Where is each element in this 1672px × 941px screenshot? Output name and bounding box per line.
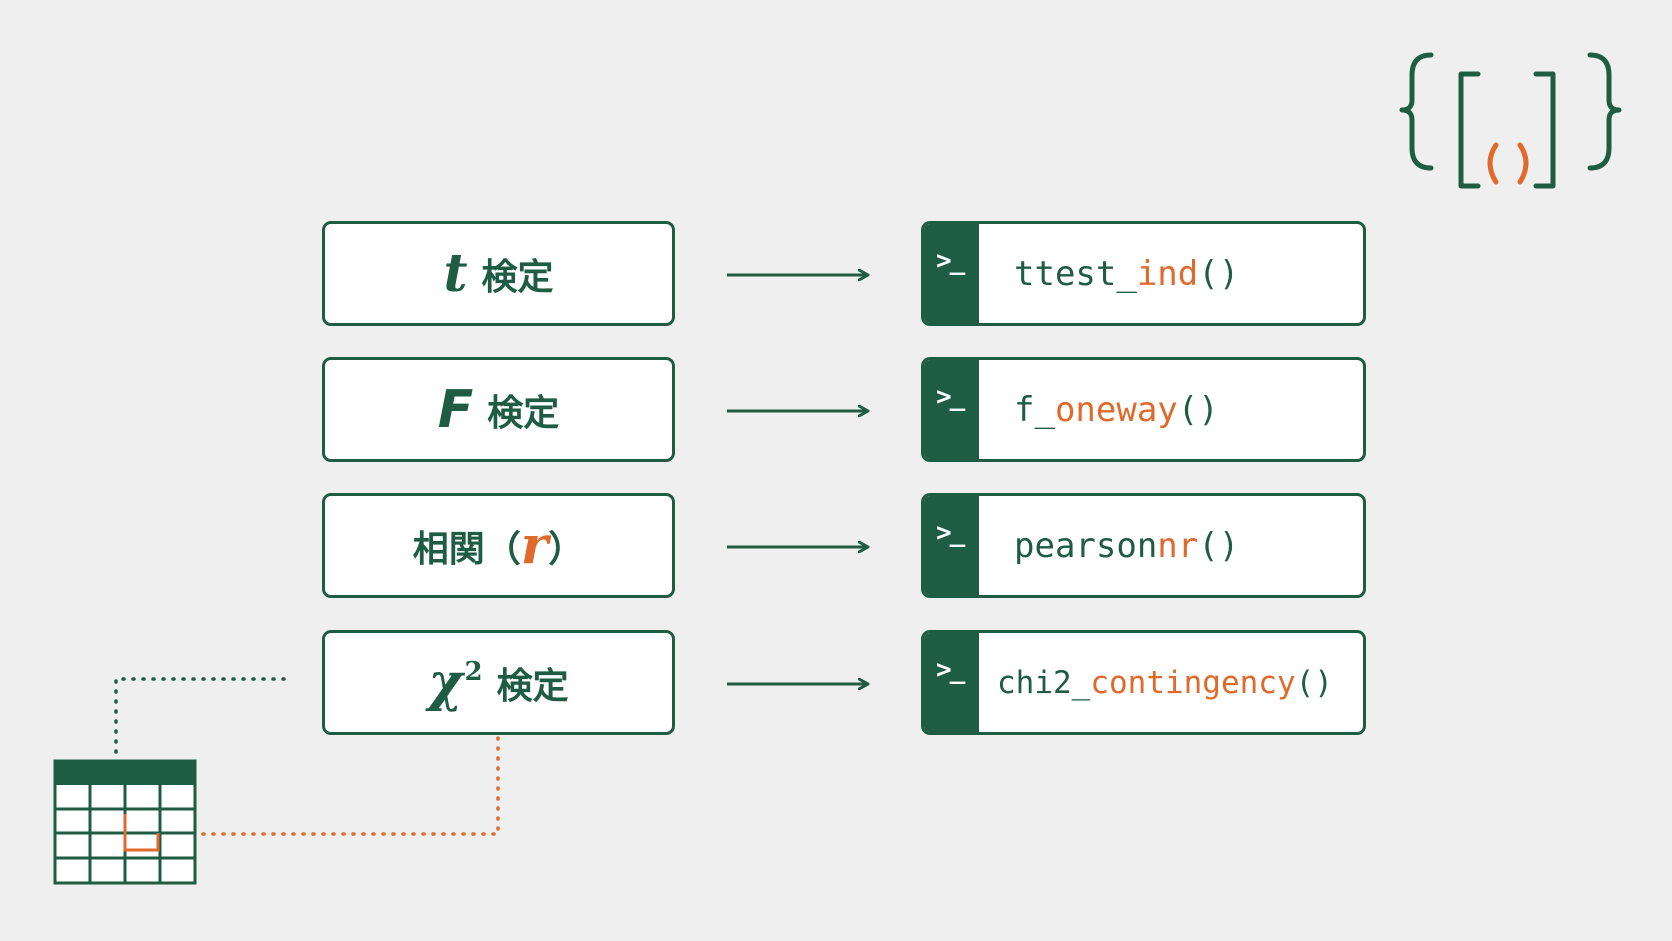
brackets-icon bbox=[1399, 52, 1622, 189]
code-suffix: () bbox=[1198, 525, 1240, 566]
function-name: pearsonnr() bbox=[1014, 526, 1239, 566]
code-prefix: ttest_ bbox=[1014, 253, 1137, 294]
superscript: 2 bbox=[464, 657, 483, 687]
function-name: f_oneway() bbox=[1014, 390, 1219, 430]
terminal-icon: >_ bbox=[924, 360, 979, 459]
dotted-connector-orange bbox=[188, 736, 500, 836]
code-highlight: oneway bbox=[1054, 389, 1178, 430]
code-box-chi2-contingency: >_ chi2_contingency() bbox=[921, 630, 1366, 735]
test-box-t: t 検定 bbox=[322, 221, 675, 326]
dotted-connector-green bbox=[114, 677, 286, 762]
terminal-icon: >_ bbox=[924, 224, 979, 323]
terminal-prompt: >_ bbox=[936, 655, 965, 685]
terminal-prompt: >_ bbox=[936, 382, 965, 412]
paren-close: ） bbox=[548, 528, 585, 570]
test-label: 検定 bbox=[496, 665, 569, 707]
test-symbol: F bbox=[437, 379, 474, 440]
code-suffix: () bbox=[1177, 389, 1219, 430]
code-box-f-oneway: >_ f_oneway() bbox=[921, 357, 1366, 462]
paren-open: （ bbox=[484, 528, 521, 570]
code-suffix: () bbox=[1198, 253, 1240, 294]
test-box-chi2: χ2 検定 bbox=[322, 630, 675, 735]
test-label: 相関 bbox=[412, 528, 485, 570]
code-highlight: ind bbox=[1136, 253, 1199, 294]
test-symbol: r bbox=[520, 515, 549, 576]
terminal-icon: >_ bbox=[924, 633, 979, 732]
code-prefix: pearson bbox=[1014, 525, 1158, 566]
code-highlight: nr bbox=[1157, 525, 1199, 566]
terminal-prompt: >_ bbox=[936, 246, 965, 276]
terminal-icon: >_ bbox=[924, 496, 979, 595]
test-label: 検定 bbox=[481, 256, 554, 298]
code-suffix: () bbox=[1295, 664, 1333, 701]
code-prefix: chi2_ bbox=[997, 664, 1091, 701]
function-name: chi2_contingency() bbox=[997, 665, 1333, 701]
table-icon bbox=[53, 759, 197, 885]
test-symbol: t bbox=[443, 243, 468, 304]
function-name: ttest_ind() bbox=[1014, 254, 1239, 294]
test-label: 検定 bbox=[487, 392, 560, 434]
code-prefix: f_ bbox=[1014, 389, 1055, 430]
code-box-ttest: >_ ttest_ind() bbox=[921, 221, 1366, 326]
test-symbol: χ2 bbox=[428, 652, 482, 713]
code-highlight: contingency bbox=[1090, 664, 1296, 701]
code-box-pearsonr: >_ pearsonnr() bbox=[921, 493, 1366, 598]
test-box-correlation: 相関 （ r ） bbox=[322, 493, 675, 598]
test-box-f: F 検定 bbox=[322, 357, 675, 462]
terminal-prompt: >_ bbox=[936, 518, 965, 548]
chi-symbol: χ bbox=[428, 652, 463, 713]
